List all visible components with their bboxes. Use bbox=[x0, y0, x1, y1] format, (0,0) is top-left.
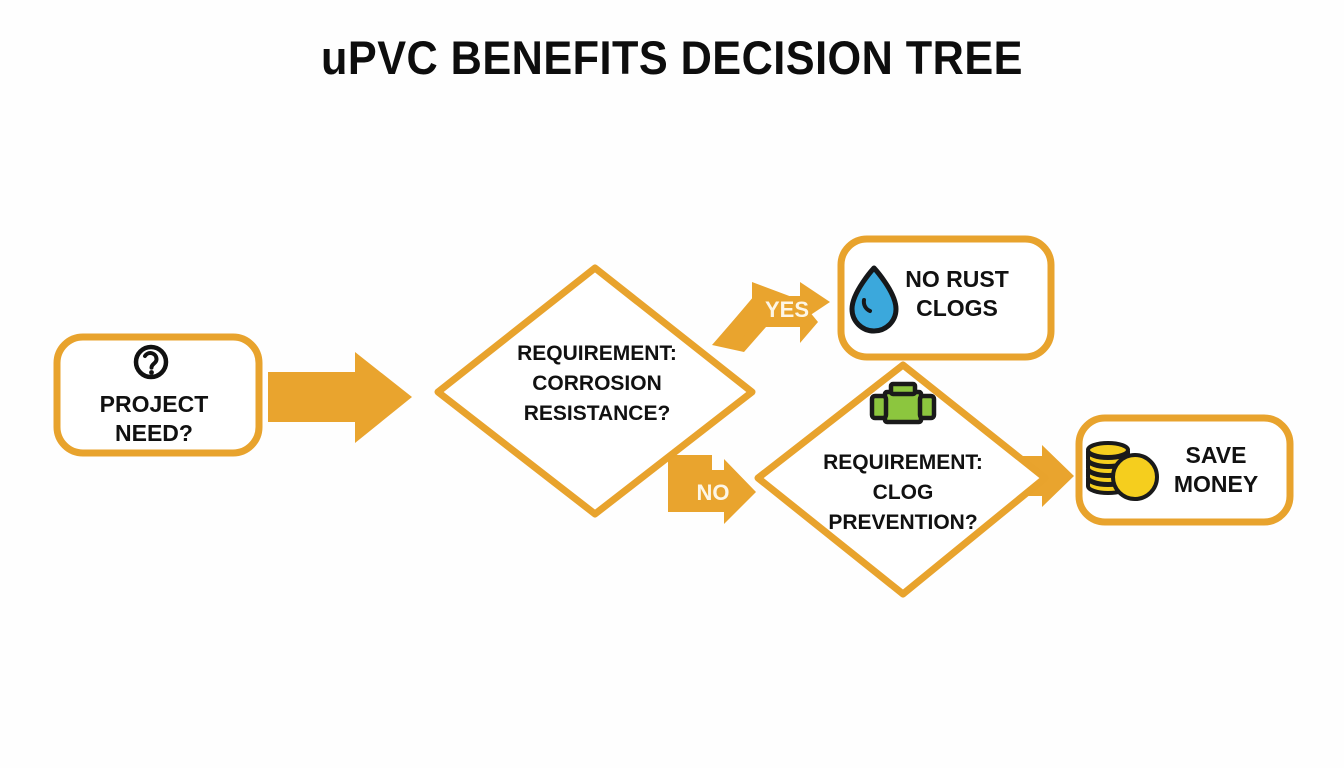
node-label-line-3: RESISTANCE? bbox=[524, 402, 671, 425]
edge-corrosion-yes: YES bbox=[712, 282, 830, 352]
edge-label-yes: YES bbox=[765, 297, 809, 322]
node-label-line-1: NO RUST bbox=[905, 266, 1009, 292]
node-label-line-2: NEED? bbox=[115, 420, 193, 446]
question-circle-icon bbox=[133, 344, 169, 380]
coins-icon bbox=[1086, 441, 1159, 501]
node-save-money[interactable]: SAVE MONEY bbox=[1075, 414, 1294, 526]
node-label-line-2: MONEY bbox=[1174, 471, 1258, 497]
node-label-line-2: CLOGS bbox=[916, 295, 998, 321]
page-title: uPVC BENEFITS DECISION TREE bbox=[321, 31, 1023, 84]
arrow-shape-alt bbox=[722, 282, 830, 346]
node-corrosion-resistance[interactable]: REQUIREMENT: CORROSION RESISTANCE? bbox=[434, 264, 756, 518]
node-clog-prevention[interactable]: REQUIREMENT: CLOG PREVENTION? bbox=[754, 361, 1049, 598]
node-label-line-1: REQUIREMENT: bbox=[823, 451, 983, 474]
node-shape bbox=[837, 235, 1055, 361]
node-no-rust-clogs[interactable]: NO RUST CLOGS bbox=[837, 235, 1055, 361]
edge-corrosion-no: NO bbox=[668, 455, 756, 524]
node-project-need[interactable]: PROJECT NEED? bbox=[53, 333, 263, 457]
edge-start-to-corrosion bbox=[268, 352, 412, 443]
water-drop-icon bbox=[849, 265, 899, 334]
node-label-line-1: SAVE bbox=[1186, 442, 1247, 468]
pipe-fitting-icon bbox=[869, 381, 937, 425]
node-shape bbox=[754, 361, 1049, 598]
arrow-shape bbox=[668, 455, 756, 524]
node-label-line-1: REQUIREMENT: bbox=[517, 342, 677, 365]
node-label-line-1: PROJECT bbox=[100, 391, 209, 417]
arrow-shape bbox=[268, 352, 412, 443]
edge-label-no: NO bbox=[697, 480, 730, 505]
node-label-line-2: CLOG bbox=[873, 481, 934, 504]
node-label-line-3: PREVENTION? bbox=[828, 511, 977, 534]
node-shape bbox=[53, 333, 263, 457]
node-label-line-2: CORROSION bbox=[532, 372, 662, 395]
node-shape bbox=[434, 264, 756, 518]
